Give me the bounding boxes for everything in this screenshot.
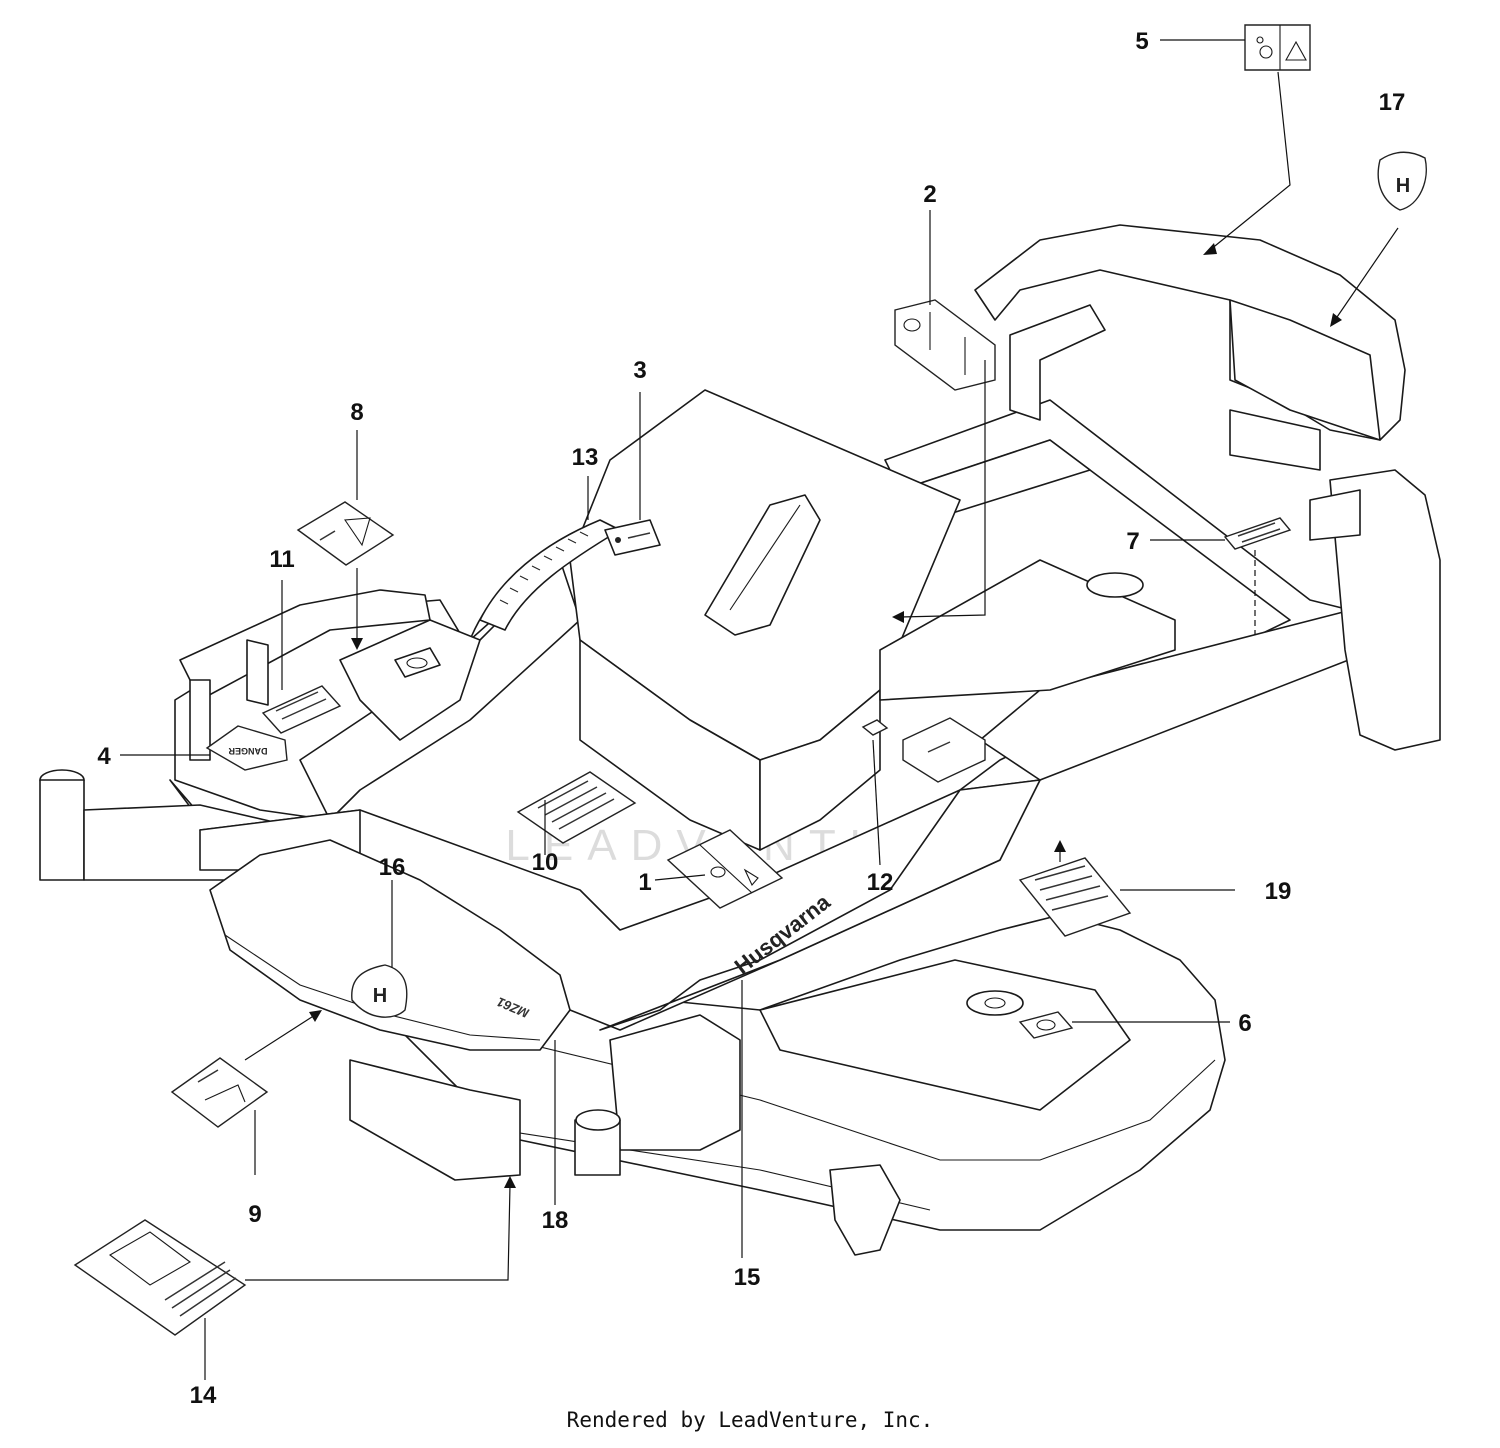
callout-17: 17: [1379, 89, 1406, 116]
label-6-deck-decal: [1018, 1011, 1074, 1039]
callout-numbers: 1 2 3 4 5 6 7 8 9 10 11 12 13 14 15 16 1…: [97, 28, 1405, 1409]
leader-lines: [120, 39, 1399, 1380]
seat-tower: [569, 389, 1176, 851]
callout-5: 5: [1135, 28, 1148, 55]
height-dial: [479, 519, 661, 631]
label-11-decal: [261, 685, 342, 734]
label-12-frame-decal: [861, 719, 889, 736]
callout-1: 1: [638, 869, 651, 896]
callout-3: 3: [633, 357, 646, 384]
callout-7: 7: [1126, 528, 1139, 555]
callout-8: 8: [350, 399, 363, 426]
callout-2: 2: [923, 181, 936, 208]
label-7-frame-decal: [1223, 517, 1292, 550]
footer-credit: Rendered by LeadVenture, Inc.: [566, 1408, 934, 1432]
label-10-floor-decal: [516, 771, 637, 844]
label-8-decal: [296, 501, 395, 566]
label-1-floor-decal: [666, 829, 784, 909]
label-2-decal: [894, 299, 996, 391]
label-9-decal: [170, 1057, 269, 1128]
frame-plate: [902, 717, 986, 783]
callout-16: 16: [379, 854, 406, 881]
label-16-hood-logo: H: [351, 964, 408, 1018]
danger-label-text: DANGER: [228, 746, 268, 756]
hood-logo-letter: H: [373, 985, 387, 1007]
callout-4: 4: [97, 743, 111, 770]
main-frame: [199, 399, 1421, 1031]
label-14-decal: [73, 1219, 247, 1336]
label-17-logo-decal: H: [1377, 151, 1427, 211]
rear-seat-tub: [974, 224, 1441, 751]
callout-19: 19: [1265, 878, 1292, 905]
label-4-danger-decal: DANGER: [205, 725, 288, 771]
callout-14: 14: [190, 1382, 217, 1409]
callout-15: 15: [734, 1264, 761, 1291]
callout-10: 10: [532, 849, 559, 876]
callout-12: 12: [867, 869, 894, 896]
callout-13: 13: [572, 444, 599, 471]
label-19-deck-decal: [1018, 857, 1132, 937]
callout-18: 18: [542, 1207, 569, 1234]
logo-decal-letter: H: [1396, 175, 1410, 197]
label-5-decal: [1244, 24, 1311, 71]
mower-deck: [169, 779, 1226, 1256]
callout-9: 9: [248, 1201, 261, 1228]
callout-11: 11: [269, 546, 294, 573]
callout-6: 6: [1238, 1010, 1251, 1037]
